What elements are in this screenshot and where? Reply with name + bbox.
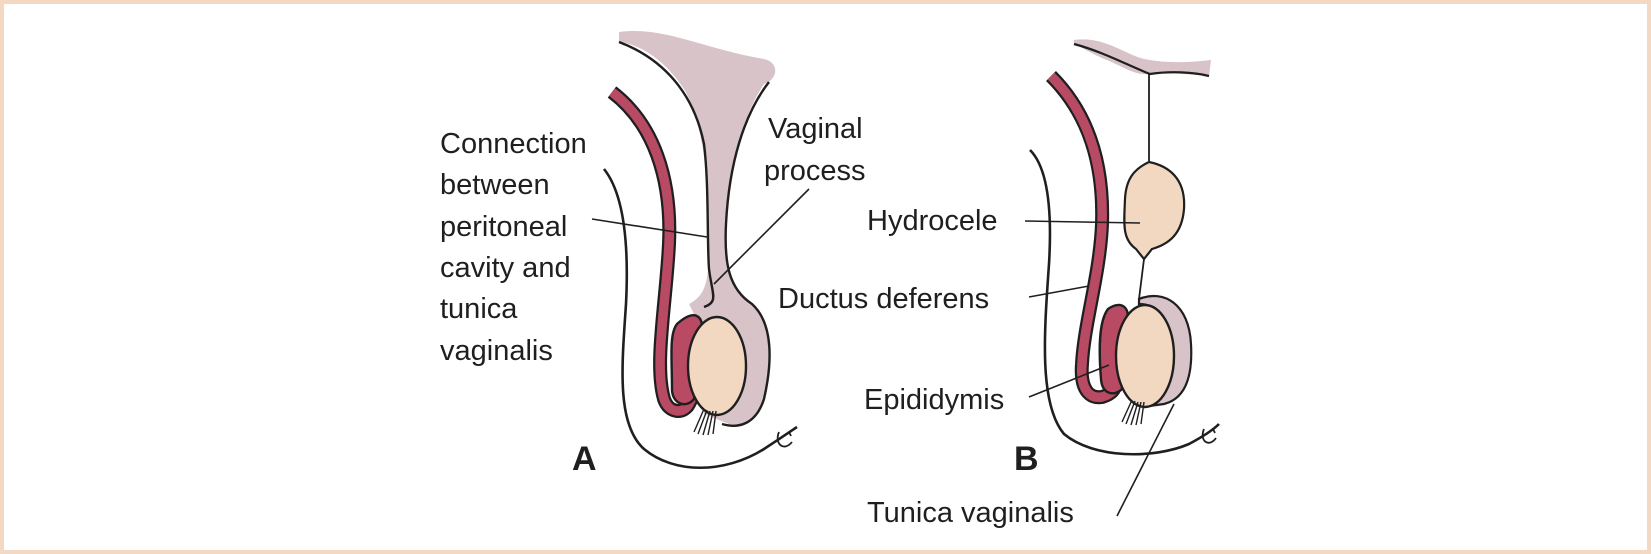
scrotal-wall-line: [602, 168, 798, 470]
tunica-vaginalis-label: Tunica vaginalis: [867, 497, 1074, 529]
panel-a-letter: A: [572, 440, 597, 478]
tunica-leader: [1116, 403, 1175, 517]
gubernaculum-b: [1121, 399, 1145, 426]
scrotal-wall-line-b: [1029, 149, 1220, 456]
panel-a: Connection between peritoneal cavity and…: [440, 31, 871, 478]
testis-a: [686, 315, 748, 417]
epididymis-label: Epididymis: [864, 384, 1004, 416]
hydrocele-shape: [1123, 160, 1186, 261]
hydrocele-leader: [1024, 220, 1141, 224]
vaginal-process-shape: [619, 31, 776, 426]
testis-b: [1114, 303, 1176, 409]
ductus-deferens-label: Ductus deferens: [778, 283, 989, 315]
vaginal-process-leader: [713, 188, 810, 285]
panel-b-letter: B: [1014, 440, 1039, 478]
epididymis-leader: [1028, 364, 1110, 398]
gubernaculum-a: [693, 408, 717, 436]
anatomy-diagram: Connection between peritoneal cavity and…: [440, 31, 1220, 529]
vaginal-process-label: Vaginal process: [764, 113, 871, 187]
connection-leader: [591, 218, 708, 238]
panel-b: Hydrocele Ductus deferens Epididymis Tun…: [778, 39, 1220, 529]
ductus-leader: [1028, 285, 1090, 298]
hydrocele-label: Hydrocele: [867, 205, 998, 237]
connection-label: Connection between peritoneal cavity and…: [440, 128, 595, 367]
peritoneum-strip: [1074, 39, 1211, 76]
